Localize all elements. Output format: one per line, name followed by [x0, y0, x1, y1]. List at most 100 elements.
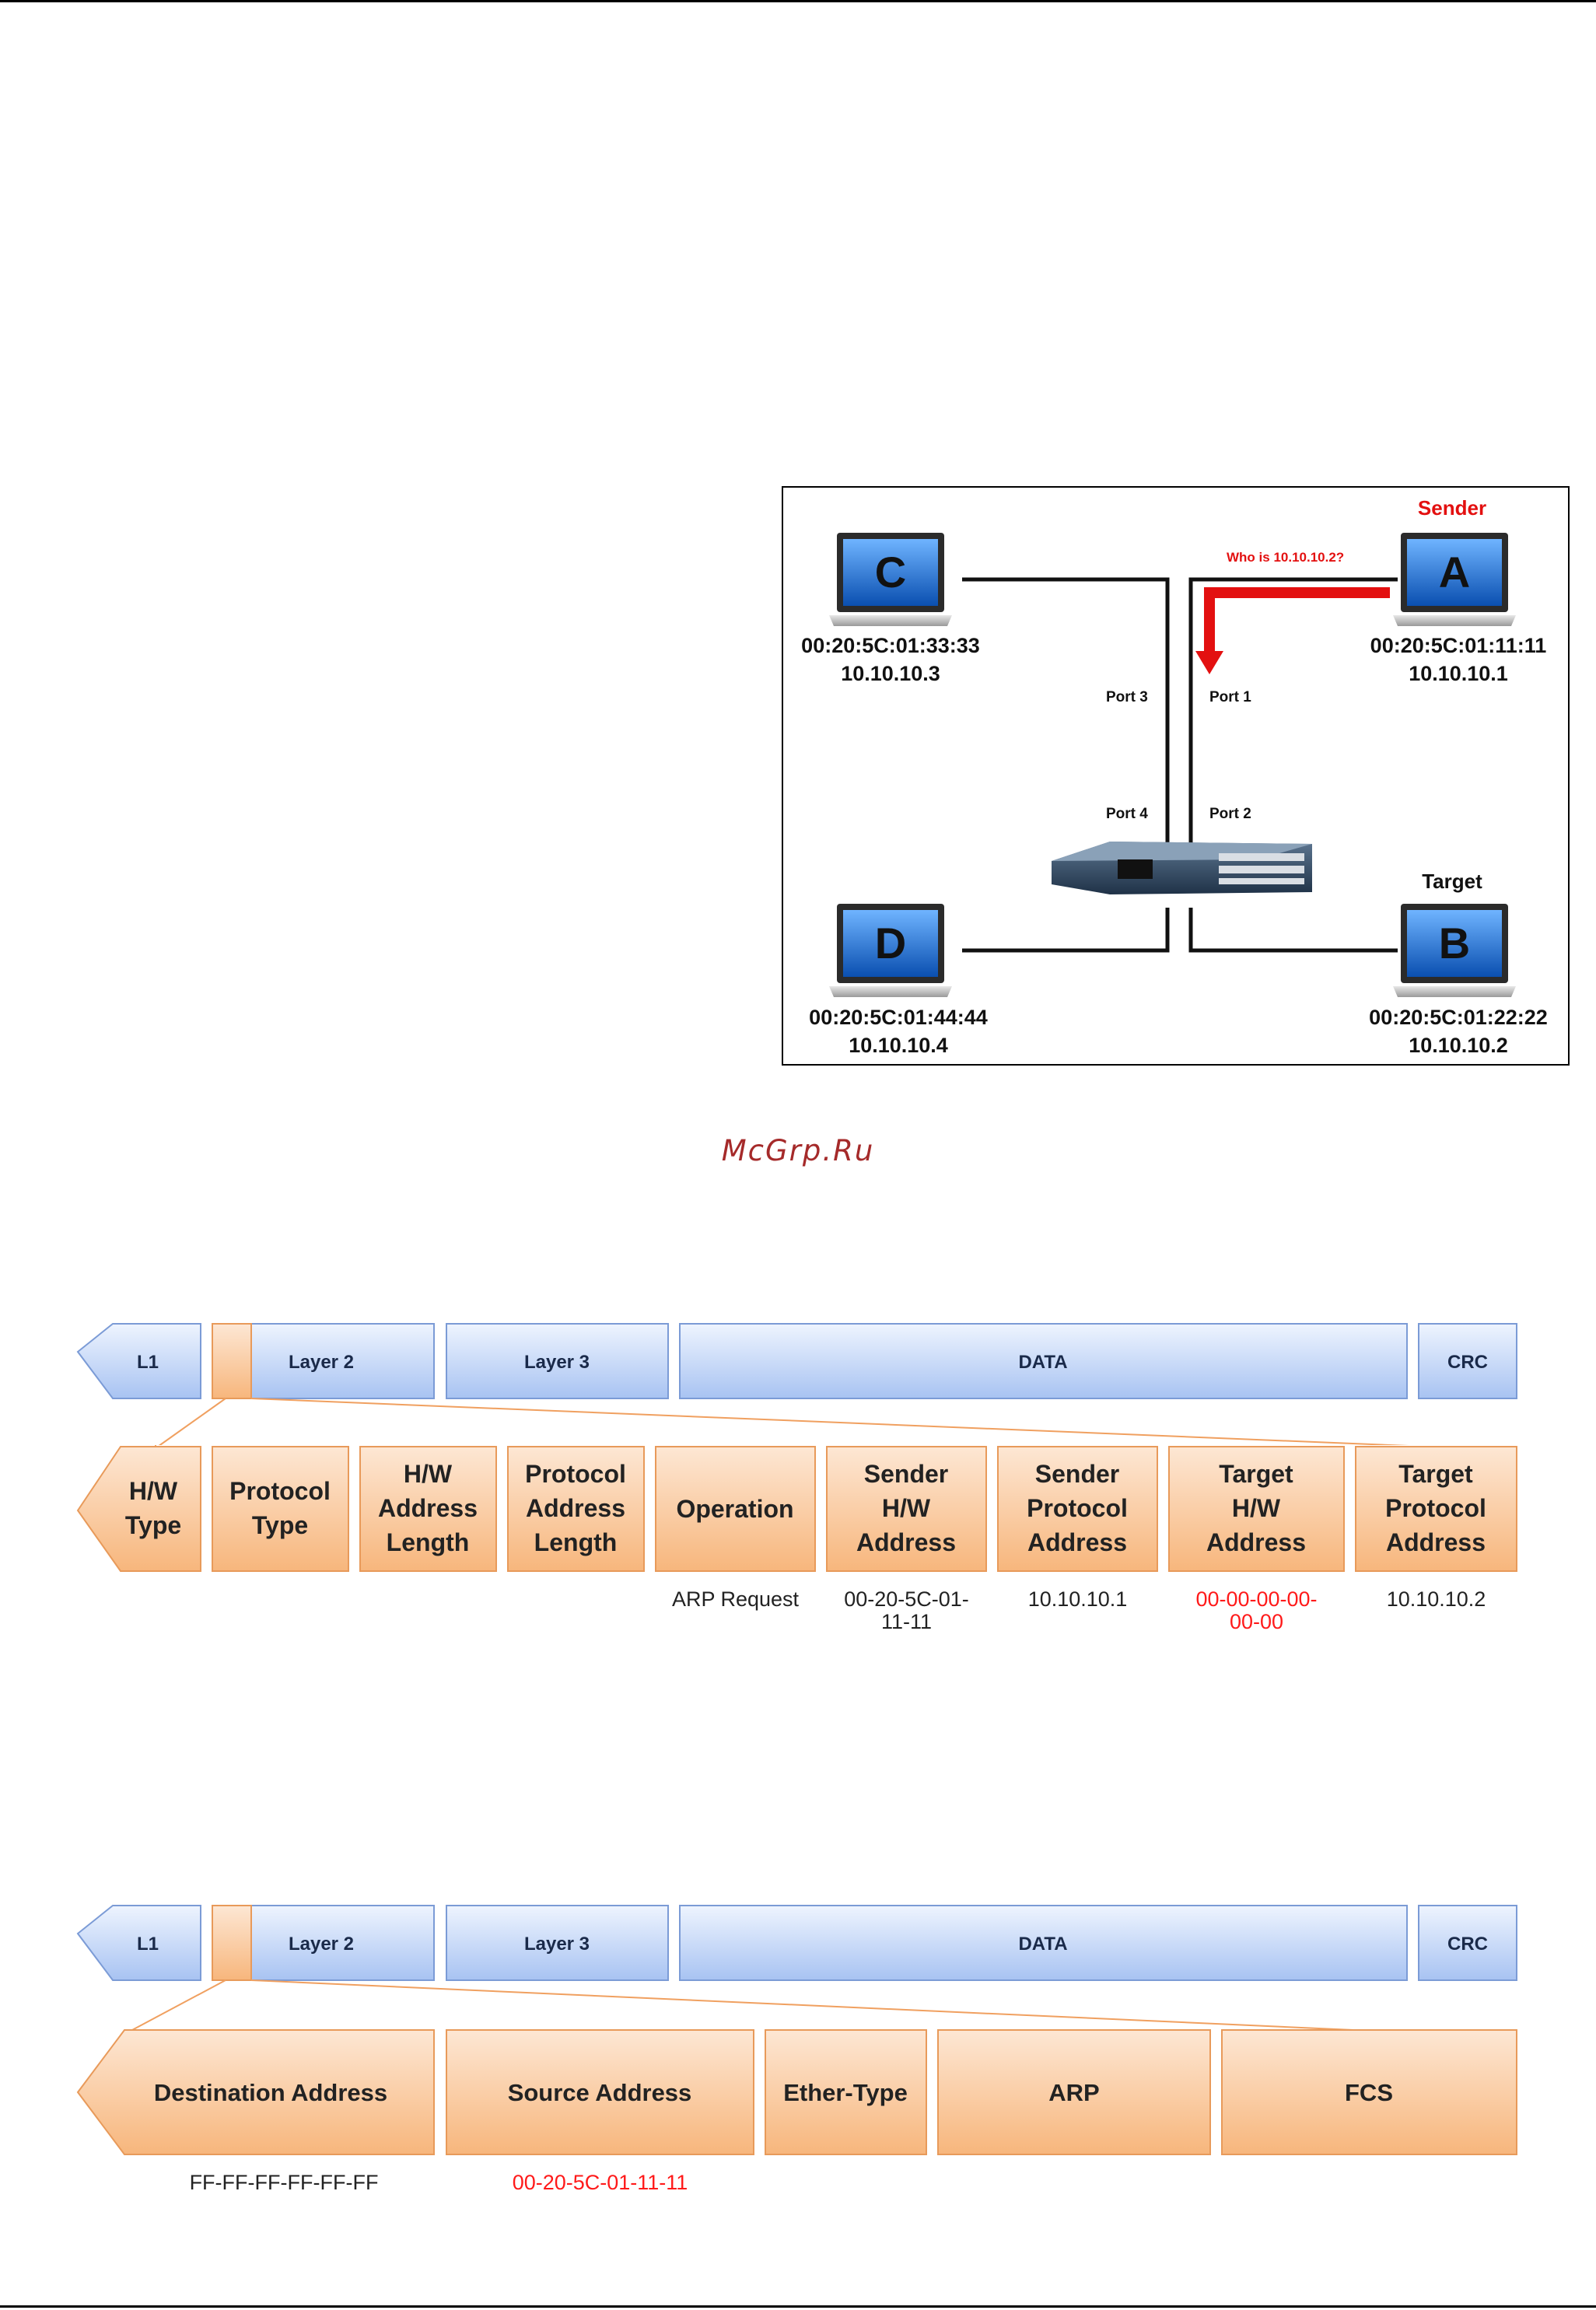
field-sender-hw-box: [826, 1446, 987, 1572]
field-sender-protocol-line2: Protocol: [1027, 1494, 1128, 1522]
value-sender-hw: 00-20-5C-01- 11-11: [827, 1588, 986, 1633]
l1-block: [76, 1323, 201, 1399]
link-b-port2: [1188, 908, 1398, 953]
ethernet-frame-diagram: L1 Layer 2 Layer 3 DATA CRC Destination …: [76, 1905, 1517, 2155]
layer2-label-2: Layer 2: [289, 1934, 354, 1955]
host-d-mac: 00:20:5C:01:44:44: [809, 1006, 988, 1029]
laptop-d-icon: D: [829, 904, 952, 997]
layer3-label: Layer 3: [524, 1352, 590, 1373]
value-sender-protocol: 10.10.10.1: [1027, 1587, 1128, 1611]
host-c-mac: 00:20:5C:01:33:33: [801, 634, 980, 657]
field-hw-address-length-line2: Address: [378, 1494, 478, 1522]
layer2-highlight: [212, 1323, 252, 1399]
field-ethertype-box: [765, 2029, 927, 2155]
field-operation-box: [655, 1446, 816, 1572]
top-rule: [0, 0, 1596, 2]
field-hw-type-box: [76, 1446, 201, 1572]
data-label: DATA: [1018, 1352, 1067, 1373]
field-source-box: [446, 2029, 754, 2155]
host-d-ip: 10.10.10.4: [849, 1034, 948, 1057]
field-source-label: Source Address: [508, 2079, 692, 2106]
host-a-ip: 10.10.10.1: [1409, 662, 1508, 685]
laptop-a-icon: A: [1393, 533, 1516, 626]
field-destination-label: Destination Address: [154, 2079, 387, 2106]
field-hw-address-length-box: [359, 1446, 497, 1572]
field-fcs-label: FCS: [1345, 2079, 1393, 2106]
field-protocol-type-line1: Protocol: [229, 1477, 331, 1505]
value-destination: FF-FF-FF-FF-FF-FF: [189, 2171, 379, 2194]
port-2-label: Port 2: [1209, 806, 1251, 822]
value-target-hw-line2: 00-00: [1229, 1610, 1284, 1633]
value-target-hw: 00-00-00-00- 00-00: [1169, 1588, 1344, 1633]
crc-label-2: CRC: [1447, 1934, 1488, 1955]
field-hw-type-line2: Type: [125, 1511, 181, 1539]
l1-block-2: [76, 1905, 201, 1981]
network-links: [962, 577, 1398, 953]
port-3-label: Port 3: [1106, 689, 1148, 705]
value-target-protocol: 10.10.10.2: [1386, 1587, 1486, 1611]
crc-label: CRC: [1447, 1352, 1488, 1373]
field-protocol-type-box: [212, 1446, 349, 1572]
layer2-label: Layer 2: [289, 1352, 354, 1373]
switch-icon: [1052, 842, 1312, 894]
link-c-port3: [962, 577, 1170, 857]
network-diagram: Who is 10.10.10.2? Port 3 Port 1 Port 4 …: [801, 496, 1548, 1057]
field-fcs-box: [1221, 2029, 1517, 2155]
field-arp-box: [937, 2029, 1211, 2155]
question-text: Who is 10.10.10.2?: [1227, 550, 1344, 565]
field-sender-hw-line2: H/W: [882, 1494, 931, 1522]
arp-request-arrow: [1195, 587, 1390, 674]
watermark: McGrp.Ru: [721, 1134, 875, 1167]
field-sender-protocol-line1: Sender: [1035, 1460, 1119, 1488]
port-1-label: Port 1: [1209, 689, 1251, 705]
crc-block-2: [1418, 1905, 1517, 1981]
field-hw-type-line1: H/W: [129, 1477, 178, 1505]
laptop-d-letter: D: [875, 919, 906, 968]
zoom-lines: [155, 1398, 1467, 1449]
layer2-highlight-2: [212, 1905, 252, 1981]
zoom-lines-2: [131, 1979, 1354, 2031]
field-destination-box: [76, 2029, 435, 2155]
link-a-port1: [1188, 577, 1398, 857]
field-sender-protocol-line3: Address: [1027, 1528, 1127, 1556]
field-protocol-address-length-line3: Length: [534, 1528, 618, 1556]
value-sender-hw-line2: 11-11: [880, 1610, 933, 1633]
field-sender-hw-line3: Address: [856, 1528, 956, 1556]
field-target-hw-box: [1168, 1446, 1345, 1572]
layer3-block-2: [446, 1905, 669, 1981]
link-d-port4: [962, 908, 1170, 953]
field-target-protocol-box: [1355, 1446, 1517, 1572]
laptop-b-icon: B: [1393, 904, 1516, 997]
value-operation: ARP Request: [671, 1587, 800, 1611]
field-protocol-address-length-line2: Address: [526, 1494, 625, 1522]
field-sender-protocol-box: [997, 1446, 1158, 1572]
field-protocol-address-length-box: [507, 1446, 645, 1572]
data-label-2: DATA: [1018, 1934, 1067, 1955]
sender-label: Sender: [1418, 496, 1486, 520]
l1-label: L1: [137, 1352, 159, 1373]
field-ethertype-label: Ether-Type: [783, 2079, 908, 2106]
laptop-c-icon: C: [829, 533, 952, 626]
field-target-hw-line3: Address: [1206, 1528, 1306, 1556]
field-operation-line1: Operation: [676, 1495, 793, 1523]
arp-network-figure: Who is 10.10.10.2? Port 3 Port 1 Port 4 …: [782, 486, 1570, 1066]
crc-block: [1418, 1323, 1517, 1399]
target-label: Target: [1422, 870, 1482, 893]
field-sender-hw-line1: Sender: [864, 1460, 948, 1488]
laptop-a-letter: A: [1439, 548, 1470, 597]
field-protocol-address-length-line1: Protocol: [525, 1460, 626, 1488]
field-target-protocol-line2: Protocol: [1385, 1494, 1486, 1522]
layer3-block: [446, 1323, 669, 1399]
layer3-label-2: Layer 3: [524, 1934, 590, 1955]
value-sender-hw-line1: 00-20-5C-01-: [844, 1587, 969, 1611]
field-target-protocol-line1: Target: [1398, 1460, 1473, 1488]
data-block: [679, 1323, 1408, 1399]
field-arp-label: ARP: [1048, 2079, 1099, 2106]
bottom-rule: [0, 2305, 1596, 2308]
field-hw-address-length-line1: H/W: [404, 1460, 453, 1488]
host-b-ip: 10.10.10.2: [1409, 1034, 1508, 1057]
port-4-label: Port 4: [1106, 806, 1148, 822]
field-target-hw-line2: H/W: [1232, 1494, 1281, 1522]
arp-packet-diagram: L1 Layer 2 Layer 3 DATA CRC: [76, 1323, 1517, 1540]
field-target-hw-line1: Target: [1219, 1460, 1293, 1488]
